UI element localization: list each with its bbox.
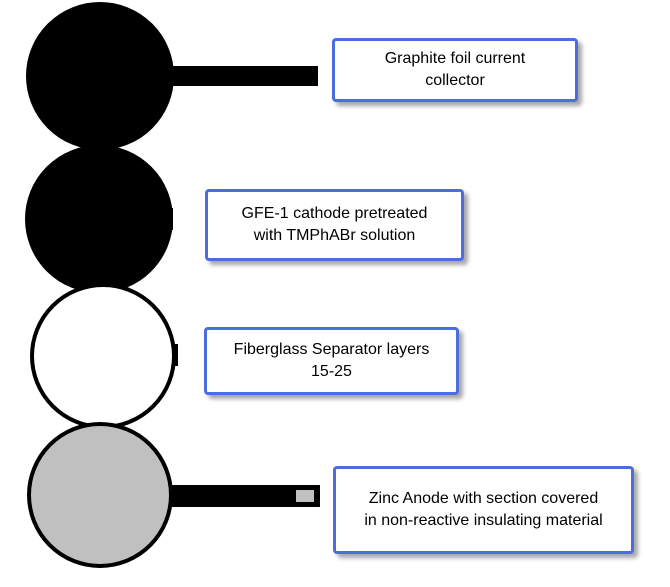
zinc-anode-disc: [27, 422, 173, 568]
zinc-anode-tab: [150, 485, 320, 507]
separator-label-box: Fiberglass Separator layers 15-25: [204, 327, 459, 395]
graphite-foil-label: Graphite foil current collector: [384, 50, 526, 89]
graphite-foil-layer: [26, 2, 318, 150]
graphite-foil-tab: [150, 66, 318, 86]
cathode-label-box: GFE-1 cathode pretreated with TMPhABr so…: [205, 189, 464, 261]
zinc-anode-layer: [27, 422, 320, 568]
zinc-anode-label: Zinc Anode with section covered in non-r…: [364, 490, 603, 529]
separator-layer: [30, 283, 178, 429]
graphite-foil-disc: [26, 2, 174, 150]
cathode-layer: [25, 145, 173, 293]
cathode-disc: [25, 145, 173, 293]
cathode-label: GFE-1 cathode pretreated with TMPhABr so…: [241, 205, 428, 244]
separator-disc: [30, 283, 176, 429]
graphite-foil-label-box: Graphite foil current collector: [332, 38, 578, 102]
separator-label: Fiberglass Separator layers 15-25: [233, 341, 430, 380]
zinc-anode-label-box: Zinc Anode with section covered in non-r…: [333, 466, 634, 554]
zinc-anode-insulated-section: [296, 490, 314, 502]
